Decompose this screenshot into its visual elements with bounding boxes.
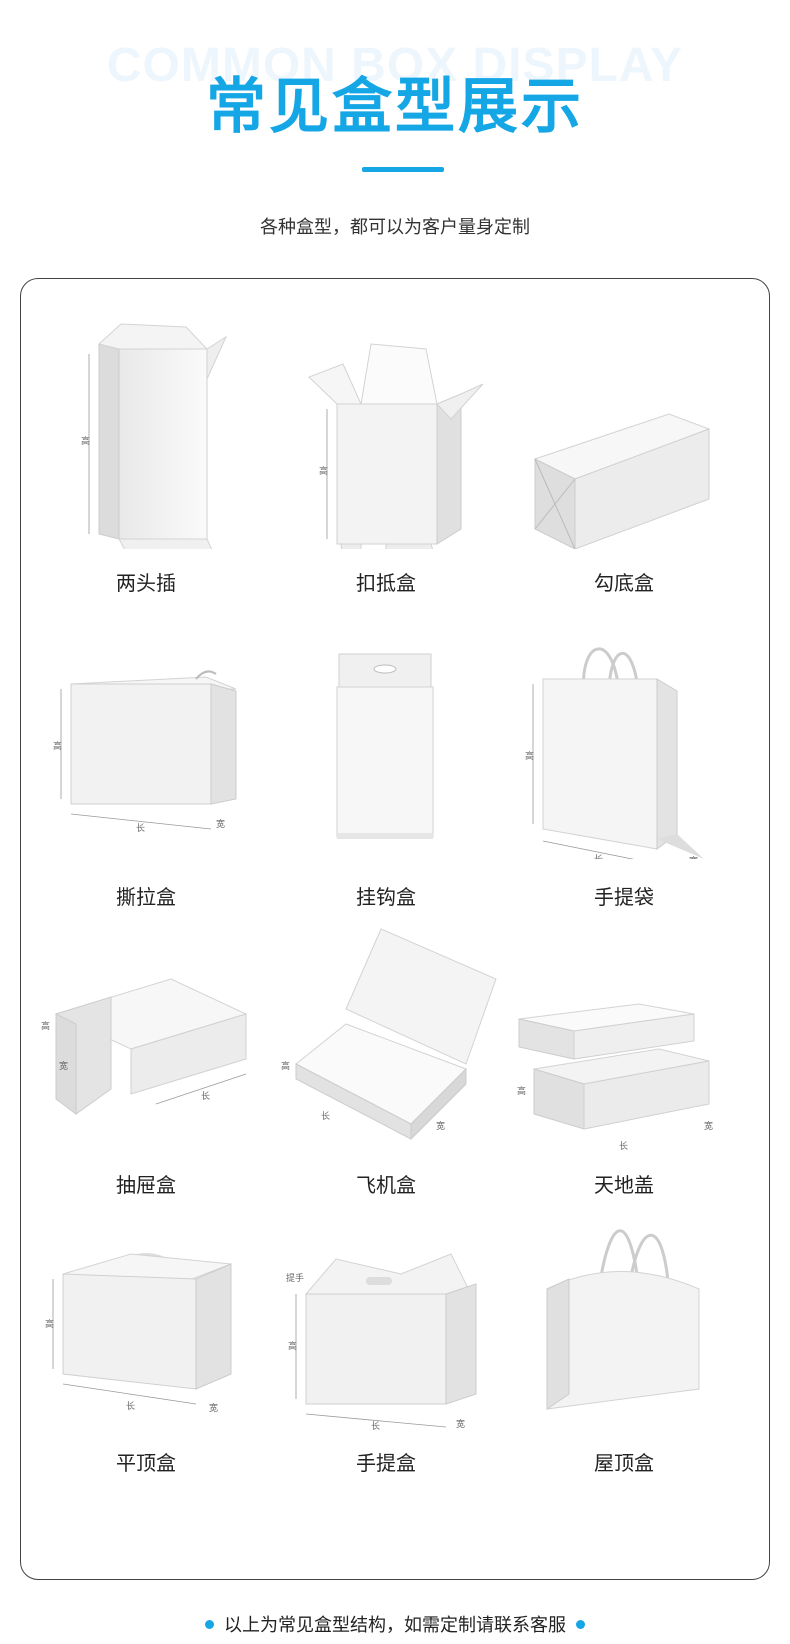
dim-width-label: 宽 [704, 1120, 713, 1132]
box-label: 手提袋 [594, 885, 654, 909]
dim-height-label: 高 [517, 1085, 526, 1097]
box-label: 天地盖 [594, 1173, 654, 1197]
lid-base-box-icon: 高 长 宽 [517, 1003, 713, 1152]
page-title: 常见盒型展示 [206, 72, 584, 142]
dim-handle-label: 提手 [286, 1272, 304, 1284]
hook-bottom-box-icon [533, 413, 711, 549]
watermark-heading: COMMON BOX DISPLAY [106, 39, 684, 92]
dim-width-label: 宽 [436, 1120, 445, 1132]
dim-length-label: 长 [321, 1110, 330, 1122]
dim-length-label: 长 [136, 822, 145, 834]
dim-length-label: 长 [126, 1400, 135, 1412]
tuck-end-box-icon: 高 [81, 323, 228, 549]
box-label: 手提盒 [356, 1451, 416, 1475]
dim-height-label: 高 [281, 1060, 290, 1072]
dim-height-label: 高 [41, 1020, 50, 1032]
dim-height-label: 高 [81, 435, 90, 447]
dim-length-label: 长 [594, 853, 603, 859]
dim-height-label: 高 [45, 1318, 54, 1330]
footer-text: 以上为常见盒型结构，如需定制请联系客服 [224, 1615, 566, 1636]
hanger-box-icon [336, 653, 434, 839]
dim-width-label: 宽 [689, 855, 698, 859]
box-label: 两头插 [116, 571, 176, 595]
dim-width-label: 宽 [59, 1060, 68, 1072]
box-label: 勾底盒 [594, 571, 654, 595]
bullet-dot-left [205, 1620, 214, 1629]
drawer-box-icon: 长 宽 高 [41, 978, 248, 1115]
title-underline [362, 167, 444, 172]
box-label: 平顶盒 [116, 1451, 176, 1475]
box-label: 抽屉盒 [116, 1173, 176, 1197]
box-label: 飞机盒 [356, 1173, 416, 1197]
box-label: 屋顶盒 [594, 1451, 654, 1475]
handbag-icon: 高 长 宽 [525, 647, 704, 859]
dim-width-label: 宽 [209, 1402, 218, 1414]
handle-box-icon: 提手 高 长 宽 [286, 1253, 477, 1432]
tear-strip-box-icon: 长 宽 高 [53, 670, 237, 834]
dim-length-label: 长 [619, 1140, 628, 1152]
page-subtitle: 各种盒型，都可以为客户量身定制 [260, 217, 530, 238]
dim-length-label: 长 [201, 1090, 210, 1102]
gable-box-icon [546, 1229, 700, 1410]
mailer-box-icon: 高 长 宽 [281, 928, 497, 1141]
footer-note: 以上为常见盒型结构，如需定制请联系客服 [0, 1611, 790, 1639]
box-label: 撕拉盒 [116, 885, 176, 909]
dim-width-label: 宽 [216, 818, 225, 830]
flat-top-box-icon: 高 长 宽 [45, 1253, 232, 1414]
dim-height-label: 高 [525, 750, 534, 762]
dim-height-label: 高 [319, 465, 328, 477]
bullet-dot-right [576, 1620, 585, 1629]
box-label: 挂钩盒 [356, 885, 416, 909]
dim-width-label: 宽 [456, 1418, 465, 1430]
dim-height-label: 高 [288, 1340, 297, 1352]
dim-height-label: 高 [53, 740, 62, 752]
dim-length-label: 长 [371, 1420, 380, 1432]
box-gallery-panel: 高 两头插 高 扣抵盒 勾底盒 [20, 278, 770, 1580]
box-label: 扣抵盒 [356, 571, 416, 595]
lock-bottom-box-icon: 高 [308, 343, 484, 549]
